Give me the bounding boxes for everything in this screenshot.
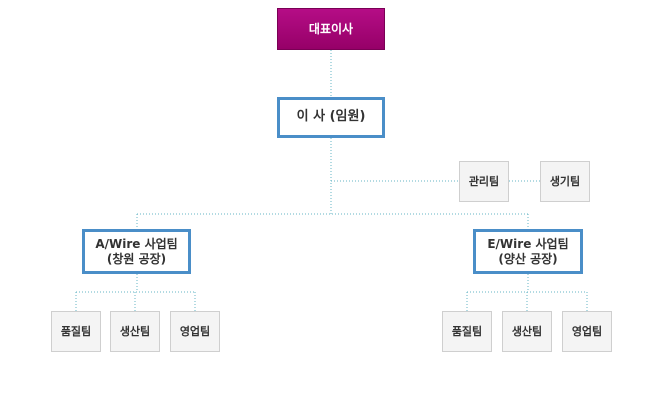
team-label: 영업팀 — [179, 324, 211, 338]
division-box-a-wire: A/Wire 사업팀 (창원 공장) — [82, 229, 191, 274]
team-box-a-sales: 영업팀 — [170, 311, 220, 352]
division-a-site: (창원 공장) — [106, 251, 167, 266]
director-box: 이 사 (임원) — [277, 97, 385, 138]
ceo-label: 대표이사 — [308, 21, 354, 36]
staff-label-management: 관리팀 — [468, 174, 500, 188]
division-e-site: (양산 공장) — [498, 251, 558, 266]
staff-box-production-engineering: 생기팀 — [540, 161, 590, 202]
division-box-e-wire: E/Wire 사업팀 (양산 공장) — [473, 229, 583, 274]
team-label: 품질팀 — [60, 324, 92, 338]
division-e-name: E/Wire 사업팀 — [487, 236, 569, 251]
staff-box-management: 관리팀 — [459, 161, 509, 202]
ceo-box: 대표이사 — [277, 8, 385, 50]
team-box-a-quality: 품질팀 — [51, 311, 101, 352]
team-label: 생산팀 — [511, 324, 543, 338]
director-label: 이 사 (임원) — [296, 109, 366, 125]
team-box-e-sales: 영업팀 — [562, 311, 612, 352]
team-label: 품질팀 — [451, 324, 483, 338]
staff-label-production-engineering: 생기팀 — [549, 174, 581, 188]
team-box-a-production: 생산팀 — [110, 311, 160, 352]
division-a-name: A/Wire 사업팀 — [95, 236, 178, 251]
team-box-e-quality: 품질팀 — [442, 311, 492, 352]
team-box-e-production: 생산팀 — [502, 311, 552, 352]
team-label: 생산팀 — [119, 324, 151, 338]
team-label: 영업팀 — [571, 324, 603, 338]
